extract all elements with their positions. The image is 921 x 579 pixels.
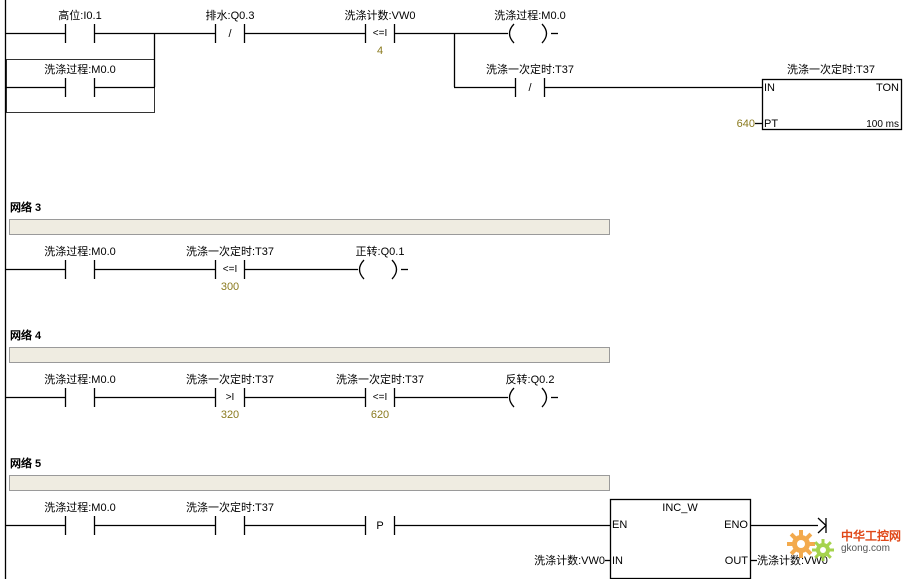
n3-label-wash-process: 洗涤过程:M0.0 (44, 246, 116, 258)
contact-drain-nc[interactable] (214, 24, 246, 43)
timer-type: TON (875, 82, 899, 94)
n3-compare-timer[interactable] (214, 260, 246, 279)
timer-base: 100 ms (866, 119, 899, 130)
network-3-comment[interactable] (9, 219, 610, 235)
timer-pt-pin: PT (764, 118, 779, 130)
contact-wash-timer-nc[interactable] (514, 78, 546, 97)
n5-pulse-label: P (376, 520, 384, 532)
n3-label-forward: 正转:Q0.1 (355, 246, 405, 258)
inc-w-out: OUT (724, 555, 748, 567)
n3-label-timer: 洗涤一次定时:T37 (185, 246, 275, 258)
n5-contact-wash-process[interactable] (64, 516, 96, 535)
timer-title: 洗涤一次定时:T37 (786, 64, 876, 76)
network-4-header[interactable]: 网络 4 (10, 330, 42, 342)
watermark-text: 中华工控网 (841, 529, 902, 543)
n4-compare2[interactable] (364, 388, 396, 407)
n5-label-timer: 洗涤一次定时:T37 (185, 502, 275, 514)
drain-nc-symbol: / (228, 28, 232, 40)
timer-ton-box[interactable] (761, 78, 903, 131)
timer-in-pin: IN (764, 82, 775, 94)
contact-high-level[interactable] (64, 24, 96, 43)
label-latch-wash-process: 洗涤过程:M0.0 (44, 64, 116, 76)
inc-w-in-operand: 洗涤计数:VW0 (534, 555, 605, 567)
n4-label-wash-process: 洗涤过程:M0.0 (44, 374, 116, 386)
n4-label-timer1: 洗涤一次定时:T37 (185, 374, 275, 386)
network-3-header[interactable]: 网络 3 (10, 202, 42, 214)
n4-compare1-value: 320 (220, 409, 240, 421)
network-5-comment[interactable] (9, 475, 610, 491)
contact-wash-process-latch[interactable] (64, 78, 96, 97)
n4-compare2-op: <=I (372, 392, 388, 403)
n4-compare2-value: 620 (370, 409, 390, 421)
n4-compare1[interactable] (214, 388, 246, 407)
inc-w-out-operand: 洗涤计数:VW0 (757, 555, 828, 567)
label-coil-wash-process: 洗涤过程:M0.0 (494, 10, 566, 22)
gkong-watermark: 中华工控网 gkong.com (785, 524, 915, 568)
n4-contact-wash-process[interactable] (64, 388, 96, 407)
n4-coil-reverse[interactable] (508, 387, 548, 408)
watermark-url: gkong.com (841, 543, 890, 554)
compare-value-4: 4 (376, 45, 384, 57)
n5-label-wash-process: 洗涤过程:M0.0 (44, 502, 116, 514)
inc-w-eno: ENO (724, 519, 748, 531)
n3-compare-op: <=I (222, 264, 238, 275)
n3-coil-forward[interactable] (358, 259, 398, 280)
network-5-header[interactable]: 网络 5 (10, 458, 42, 470)
n5-pulse-contact[interactable] (364, 516, 396, 535)
latch-branch-box (6, 59, 155, 113)
inc-w-en: EN (612, 519, 628, 531)
eno-arrow-icon (817, 517, 827, 534)
label-wash-count: 洗涤计数:VW0 (344, 10, 416, 22)
label-wash-timer-contact: 洗涤一次定时:T37 (485, 64, 575, 76)
inc-w-in: IN (612, 555, 623, 567)
coil-wash-process[interactable] (508, 23, 548, 44)
label-drain: 排水:Q0.3 (205, 10, 255, 22)
n3-contact-wash-process[interactable] (64, 260, 96, 279)
network-4-comment[interactable] (9, 347, 610, 363)
inc-w-title: INC_W (662, 502, 698, 514)
label-high-level: 高位:I0.1 (58, 10, 102, 22)
timer-nc-symbol: / (528, 82, 532, 94)
gear-logo-icon (787, 530, 834, 561)
n4-label-reverse: 反转:Q0.2 (505, 374, 555, 386)
n4-label-timer2: 洗涤一次定时:T37 (335, 374, 425, 386)
n3-compare-value: 300 (220, 281, 240, 293)
compare-op-le: <=I (372, 28, 388, 39)
compare-wash-count[interactable] (364, 24, 396, 43)
n4-compare1-op: >I (225, 392, 235, 403)
n5-contact-timer[interactable] (214, 516, 246, 535)
timer-pt-value: 640 (736, 118, 755, 130)
